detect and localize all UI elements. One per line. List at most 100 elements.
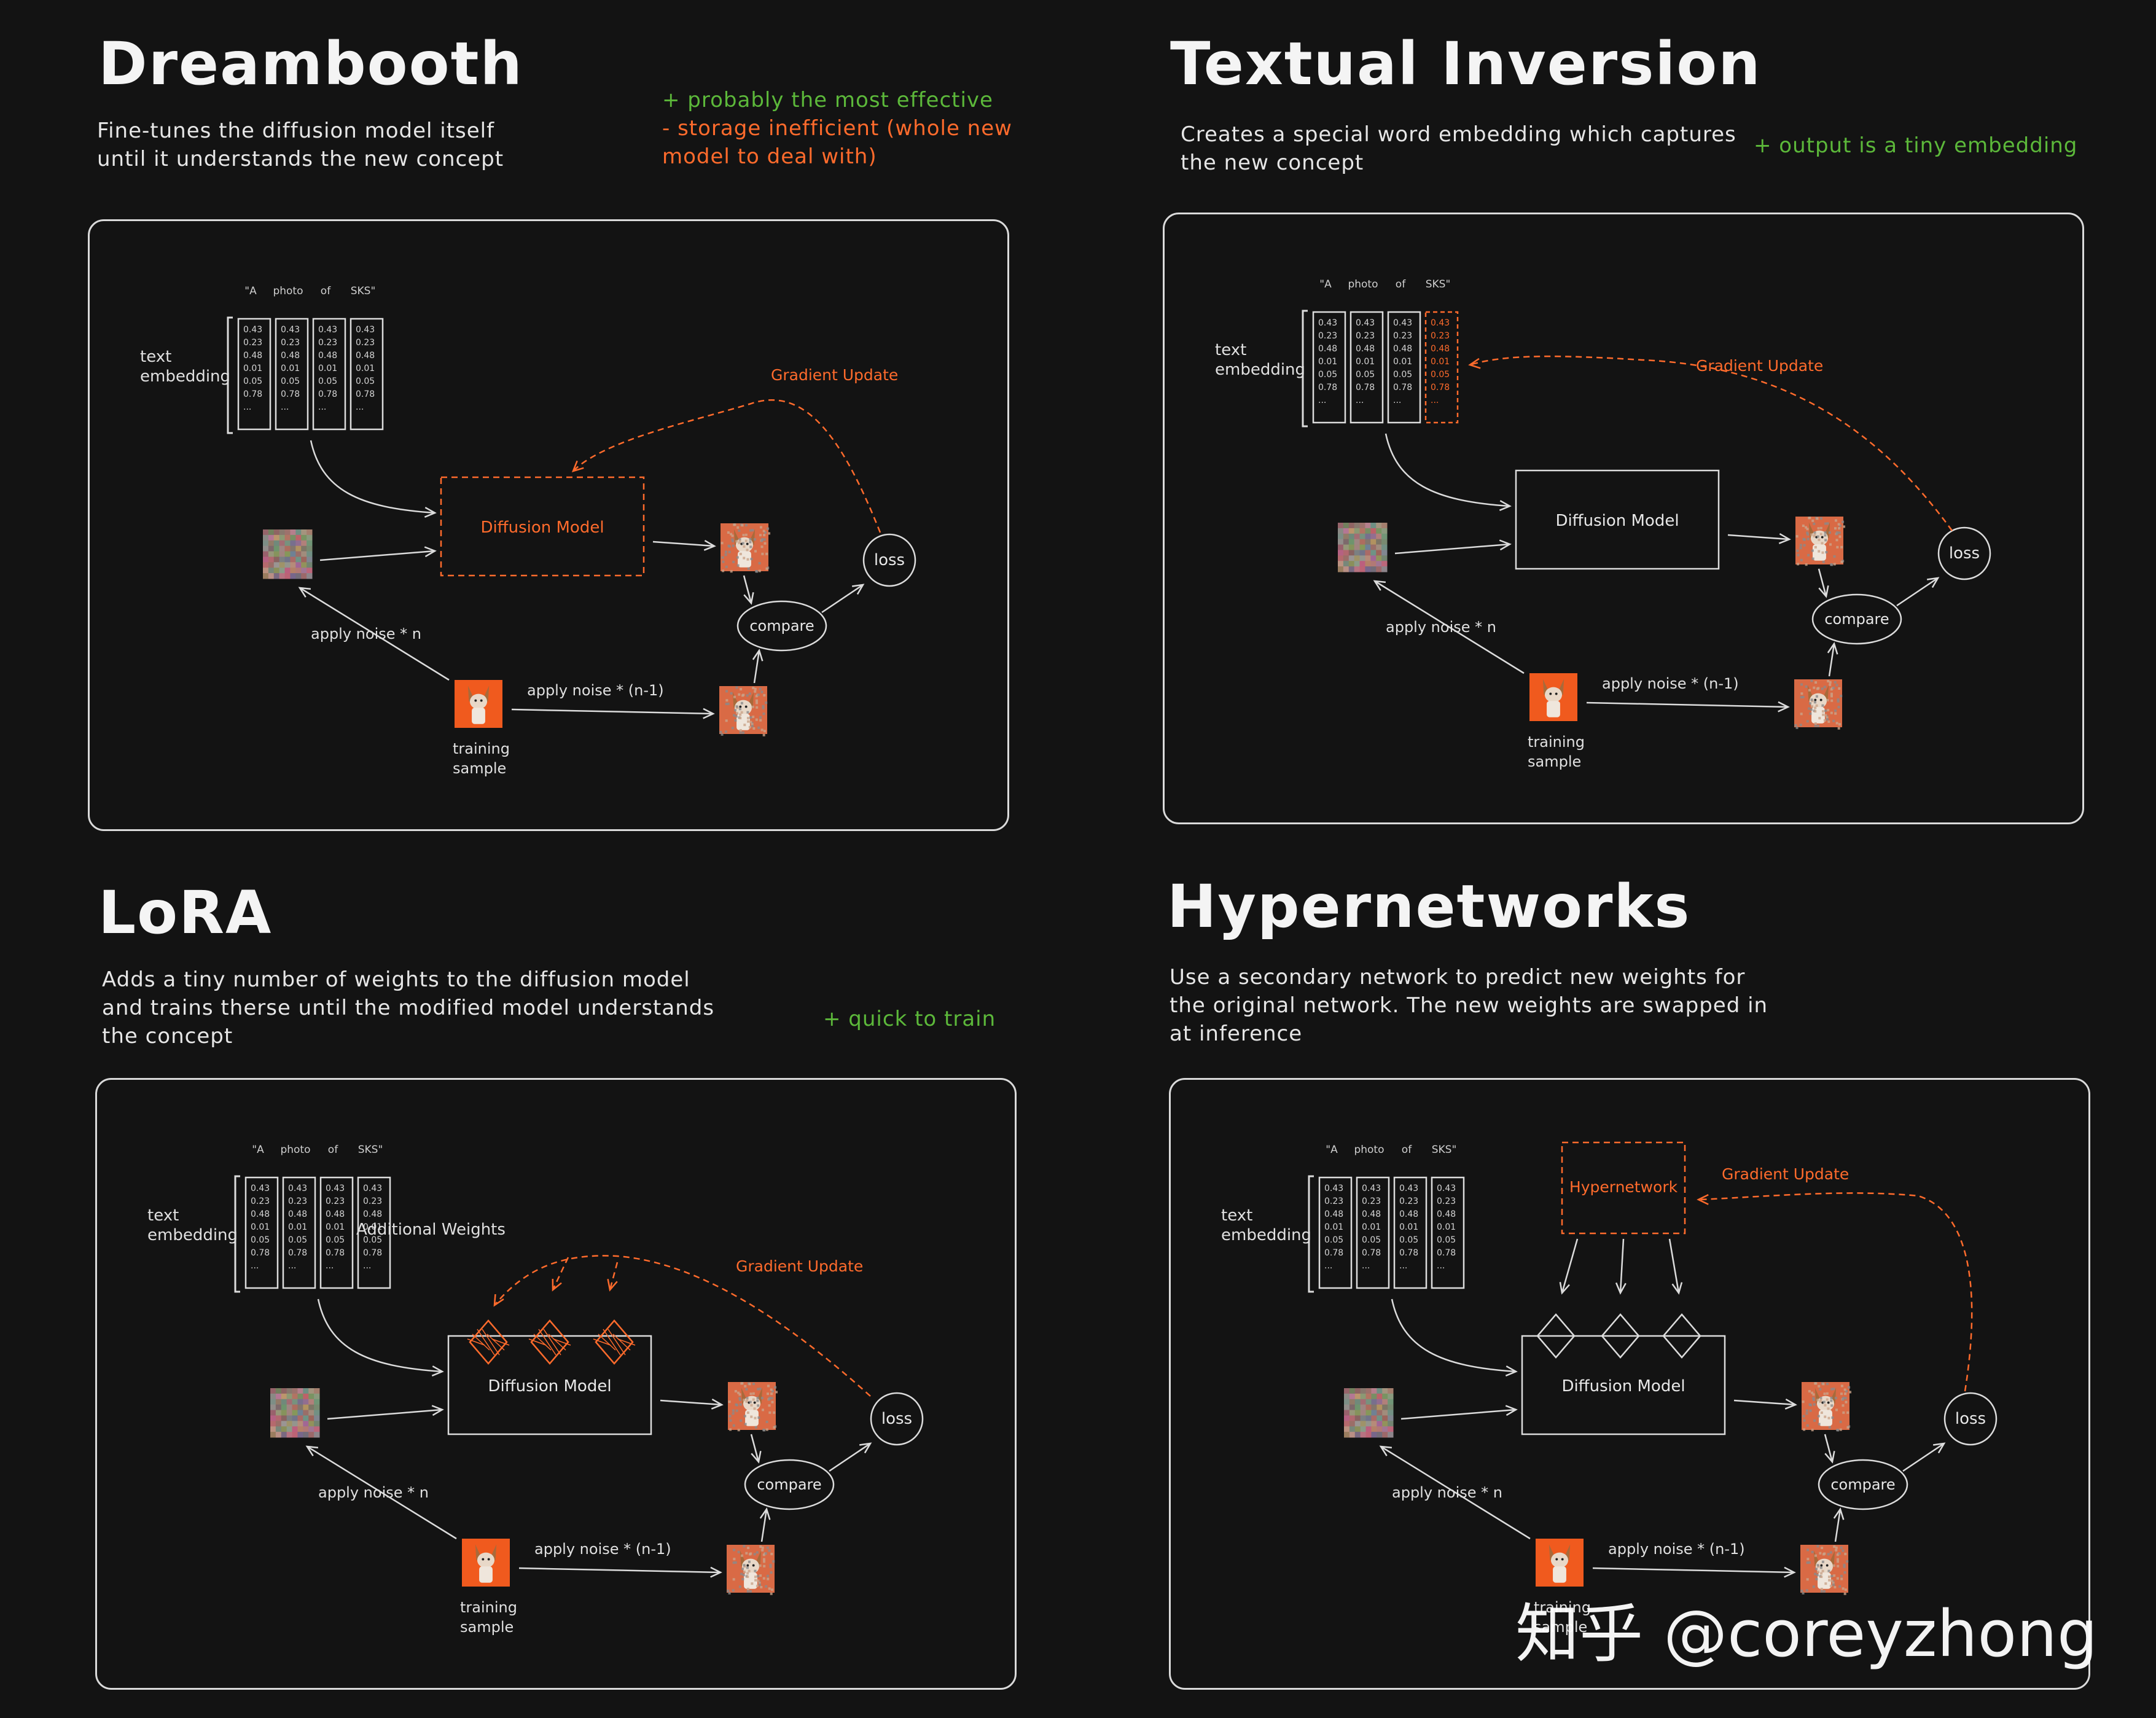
hyper-to-weight [1619, 1238, 1625, 1294]
diffusion-model-label: Diffusion Model [1561, 1377, 1685, 1396]
arrowhead [1778, 701, 1790, 713]
arrowhead [1671, 1282, 1683, 1295]
diagram-frame [95, 1078, 1017, 1690]
embedding-value: ... [251, 1261, 259, 1271]
hyper-to-weight [1561, 1238, 1579, 1294]
gradient-update-arrow [572, 399, 881, 533]
embedding-value: 0.48 [1431, 344, 1450, 354]
apply-noise-n1-label: apply noise * (n-1) [534, 1540, 671, 1558]
noise-image [1344, 1388, 1394, 1438]
hypernetwork-box [1561, 1141, 1686, 1235]
training-sample-label: sample [453, 760, 506, 777]
embedding-value: 0.43 [363, 1184, 382, 1193]
embedding-value: 0.43 [1356, 318, 1375, 328]
arrowhead [305, 1445, 319, 1456]
diffusion-model-box [1515, 469, 1720, 570]
pros-cons: + quick to train [823, 1005, 996, 1033]
embedding-value: 0.43 [1393, 318, 1412, 328]
token-label: photo [273, 285, 303, 297]
embedding-column [1318, 1176, 1353, 1289]
model-output-arrow [1727, 534, 1790, 541]
gradient-to-weight [552, 1257, 569, 1290]
embedding-value: 0.78 [1393, 383, 1412, 392]
generated-weight-diamond [1536, 1313, 1576, 1359]
token-label: SKS" [358, 1144, 383, 1156]
embedding-value: 0.43 [243, 325, 262, 335]
weight-hatch [491, 1338, 510, 1346]
embedding-value: 0.23 [356, 338, 375, 348]
embedding-column [1393, 1176, 1428, 1289]
diagram-frame [88, 219, 1009, 831]
embedding-value: 0.01 [1362, 1222, 1381, 1232]
arrowhead [1505, 1365, 1518, 1376]
embedding-value: 0.78 [356, 389, 375, 399]
compare-node [1811, 593, 1902, 645]
embedding-value: 0.78 [326, 1248, 345, 1258]
arrowhead [852, 584, 865, 595]
weight-hatch [603, 1329, 621, 1356]
embedding-value: 0.48 [1362, 1209, 1381, 1219]
embedding-value: 0.23 [1324, 1197, 1343, 1206]
token-label: SKS" [1426, 278, 1451, 291]
embedding-column [357, 1176, 391, 1289]
embedding-value: 0.48 [363, 1209, 382, 1219]
embedding-value: 0.48 [318, 351, 337, 361]
embedding-value: 0.43 [356, 325, 375, 335]
embedding-value: 0.78 [1318, 383, 1337, 392]
weight-hatch [612, 1333, 631, 1351]
denoised-image [721, 523, 771, 573]
embedding-column [312, 318, 346, 431]
denoised-to-compare [1818, 568, 1827, 597]
embedding-column [350, 318, 384, 431]
compare-node [736, 600, 827, 652]
embedding-value: 0.48 [356, 351, 375, 361]
embedding-value: 0.78 [1324, 1248, 1343, 1258]
diffusion-model-box [447, 1335, 652, 1435]
arrowhead [1824, 1451, 1835, 1464]
compare-to-loss [821, 584, 864, 614]
arrowhead [1615, 1282, 1627, 1295]
text-embedding-label: embedding [140, 367, 230, 386]
noise-arrow [319, 550, 435, 561]
pros-cons: + output is a tiny embedding [1754, 131, 2077, 160]
embedding-value: 0.05 [1431, 370, 1450, 380]
embedding-value: 0.05 [243, 377, 262, 386]
token-label: "A [1326, 1144, 1338, 1156]
arrowhead [552, 1278, 562, 1292]
target-to-compare [1828, 643, 1835, 677]
embedding-value: 0.43 [1318, 318, 1337, 328]
embedding-value: 0.48 [1324, 1209, 1343, 1219]
noisy-target-image [1794, 679, 1843, 730]
embedding-column [244, 1176, 279, 1289]
embedding-value: ... [281, 402, 289, 412]
embedding-value: 0.23 [1393, 331, 1412, 341]
token-label: "A [244, 285, 257, 297]
embedding-value: 0.05 [1393, 370, 1412, 380]
denoised-image [1802, 1382, 1852, 1432]
embedding-value: 0.78 [1437, 1248, 1456, 1258]
denoised-to-compare [743, 575, 752, 604]
arrowhead [1818, 585, 1829, 598]
generated-weight-diamond [1662, 1313, 1701, 1359]
weight-hatch [548, 1333, 566, 1351]
arrowhead [424, 546, 437, 558]
compare-node [1818, 1459, 1908, 1510]
embedding-value: 0.43 [1324, 1184, 1343, 1193]
generated-weight-diamond [1601, 1313, 1640, 1359]
embedding-value: 0.01 [1431, 357, 1450, 367]
panel-description: Fine-tunes the diffusion model itself un… [97, 117, 504, 173]
compare-to-loss [829, 1442, 871, 1472]
arrowhead [710, 1566, 722, 1578]
apply-noise-n-arrow [1380, 1445, 1531, 1540]
gradient-update-label: Gradient Update [771, 366, 898, 384]
text-embedding-label: text [1221, 1206, 1252, 1225]
weight-hatch [477, 1329, 495, 1356]
panel-description: Adds a tiny number of weights to the dif… [102, 966, 714, 1050]
weight-hatch [553, 1338, 571, 1346]
noisy-target-image [1800, 1545, 1849, 1595]
pros-cons: + probably the most effective - storage … [662, 86, 1012, 171]
embedding-value: 0.78 [288, 1248, 307, 1258]
